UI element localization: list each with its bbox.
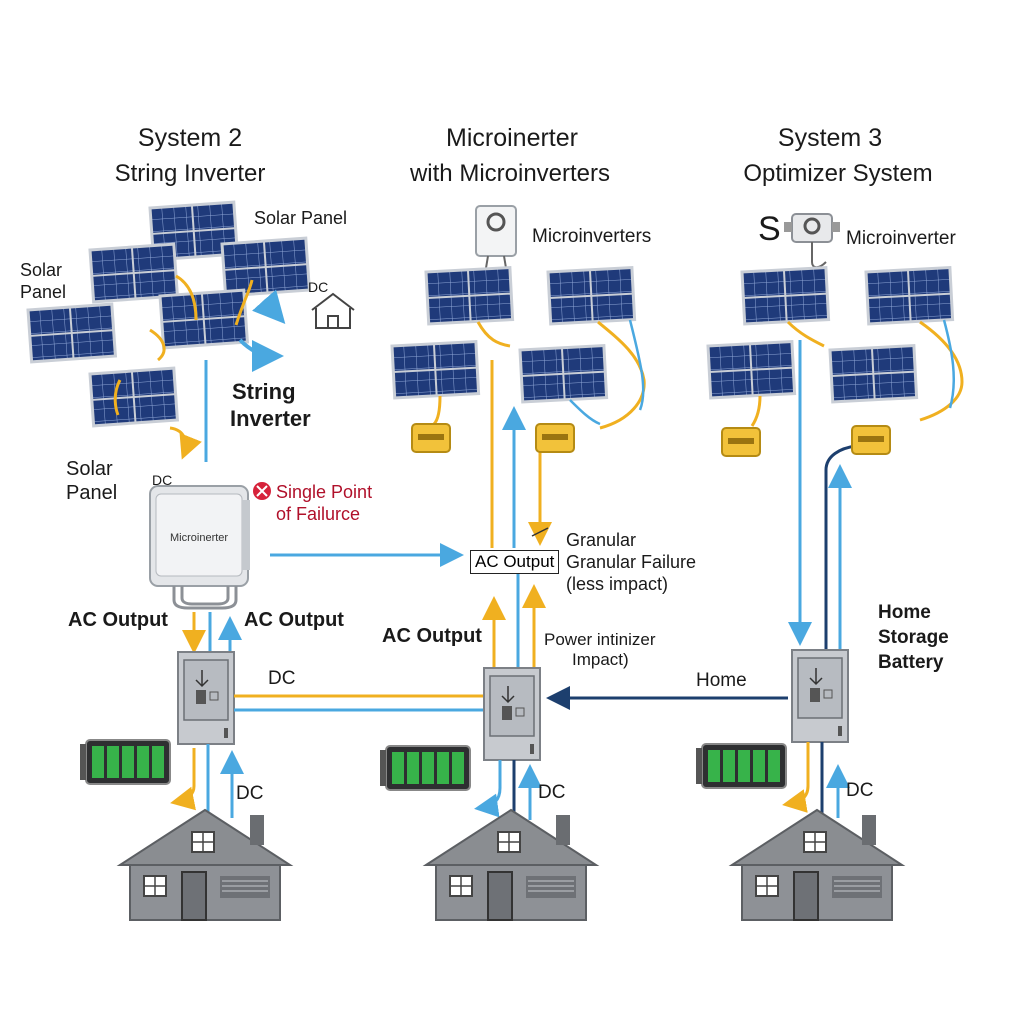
power-label-2: Impact) [572,650,629,669]
dc-bottom-left-label: DC [236,783,264,804]
ac-output-right-label: AC Output [244,609,344,631]
failure-label-2: of Failurce [276,504,361,524]
optimizer-panel-box [791,649,849,743]
system2-house [119,809,291,921]
system2-bus-lines [170,694,484,818]
solar-panel-bottom-label-1: Solar [66,458,113,480]
string-inverter-label-1: String [232,379,296,404]
optimizer-bottom-lines [782,742,850,818]
failure-icon [253,482,271,500]
home-storage-label-3: Battery [878,652,944,673]
micro-title: Microinerter [446,124,578,152]
home-storage-label-2: Storage [878,627,949,648]
microinverter-device-top [475,205,517,269]
ac-output-middle-label: AC Output [382,625,482,647]
granular-label-3: (less impact) [566,574,669,594]
microinverters-label: Microinverters [532,226,652,247]
system2-title: System 2 [137,124,243,152]
micro-subtitle: with Microinverters [409,160,611,187]
home-outline-icon [311,292,355,329]
system2-battery [79,739,171,785]
dc-top-label: DC [308,279,329,295]
optimizer-box-2 [851,425,891,455]
system3-title: System 3 [777,124,883,152]
string-inverter-device-label: Microinerter [170,532,229,544]
home-arrow-label: Home [696,670,747,691]
micro-bottom-lines [474,686,788,820]
s-glyph: S [758,210,781,248]
granular-label-2: Granular Failure [566,552,697,572]
optimizer-box-1 [721,427,761,457]
optimizer-device-top [784,213,840,269]
microinverter-right-label: Microinverter [846,228,956,249]
solar-panel-left-label-2: Panel [20,282,67,302]
micro-house [425,809,597,921]
micro-optimizer-box-1 [411,423,451,453]
solar-panel-left-label-1: Solar [20,260,63,280]
ac-output-box: AC Output [470,550,560,574]
micro-panels [390,266,637,404]
dc-bottom-right-label: DC [846,780,874,801]
power-label-1: Power intinizer [544,630,656,649]
home-storage-label-1: Home [878,602,931,623]
micro-battery [379,745,471,791]
system2-wiring [113,274,286,462]
string-inverter-device [149,485,250,610]
string-inverter-label-2: Inverter [230,406,311,431]
dc-device-label: DC [152,472,173,488]
dc-bottom-middle-label: DC [538,782,566,803]
solar-panel-bottom-label-2: Panel [66,482,118,504]
optimizer-battery [695,743,787,789]
ac-output-left-label: AC Output [68,609,168,631]
system2-panel-box [177,651,235,745]
micro-panel-box [483,667,541,761]
micro-wiring [432,319,646,668]
system3-subtitle: Optimizer System [743,160,933,187]
micro-optimizer-box-2 [535,423,575,453]
optimizer-house [731,809,903,921]
solar-panel-top-label: Solar Panel [254,208,348,228]
optimizer-panels [706,266,955,404]
system2-ac-lines [182,543,464,654]
granular-label-1: Granular [566,530,637,550]
dc-line-label: DC [268,668,296,689]
system2-subtitle: String Inverter [114,160,266,187]
failure-label-1: Single Point [276,482,373,502]
